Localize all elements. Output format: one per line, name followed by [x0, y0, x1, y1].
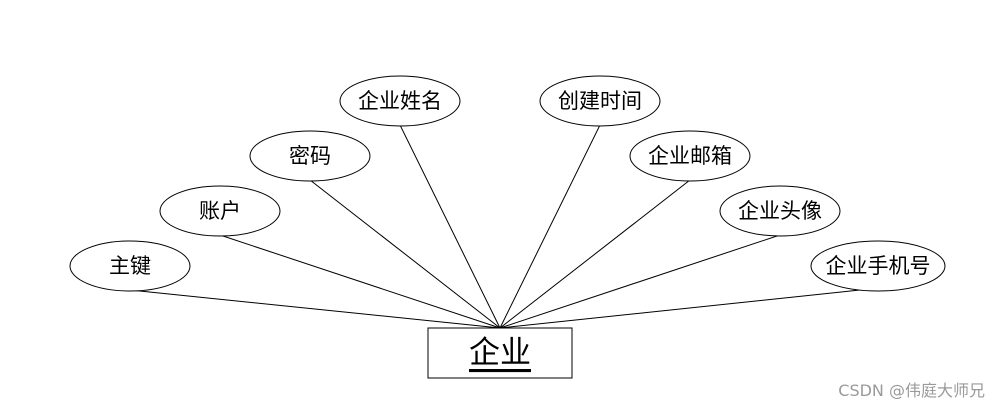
connector-create-time: [499, 124, 601, 329]
attribute-ellipse: [539, 75, 661, 127]
attribute-enterprise-name: 企业姓名: [339, 75, 461, 127]
connector-password: [309, 179, 501, 329]
attribute-label: 密码: [289, 144, 331, 168]
attribute-label: 企业头像: [738, 199, 822, 223]
attribute-account: 账户: [159, 185, 281, 237]
attribute-ellipse: [629, 130, 751, 182]
attribute-label: 创建时间: [558, 89, 642, 113]
attribute-ellipse: [159, 185, 281, 237]
entity-box: [427, 327, 573, 379]
attribute-ellipse: [719, 185, 841, 237]
attribute-enterprise-phone: 企业手机号: [810, 240, 946, 292]
attribute-ellipse: [339, 75, 461, 127]
attribute-label: 账户: [199, 199, 241, 223]
attribute-ellipse: [69, 240, 191, 292]
connector-enterprise-avatar: [499, 234, 781, 329]
connector-enterprise-name: [399, 124, 501, 329]
connector-enterprise-phone: [499, 289, 861, 329]
attribute-label: 企业手机号: [826, 254, 931, 278]
attribute-primary-key: 主键: [69, 240, 191, 292]
attribute-password: 密码: [249, 130, 371, 182]
entity-enterprise: 企业: [427, 327, 573, 379]
attribute-ellipse: [810, 240, 946, 292]
attribute-label: 企业姓名: [358, 89, 442, 113]
attribute-label: 企业邮箱: [648, 144, 732, 168]
attribute-enterprise-email: 企业邮箱: [629, 130, 751, 182]
connector-account: [219, 234, 501, 329]
attribute-label: 主键: [109, 254, 151, 278]
attribute-enterprise-avatar: 企业头像: [719, 185, 841, 237]
connector-enterprise-email: [499, 179, 691, 329]
attribute-ellipse: [249, 130, 371, 182]
connector-primary-key: [129, 289, 501, 329]
watermark-text: CSDN @伟庭大师兄: [838, 381, 985, 400]
entity-label: 企业: [469, 335, 531, 371]
attribute-create-time: 创建时间: [539, 75, 661, 127]
